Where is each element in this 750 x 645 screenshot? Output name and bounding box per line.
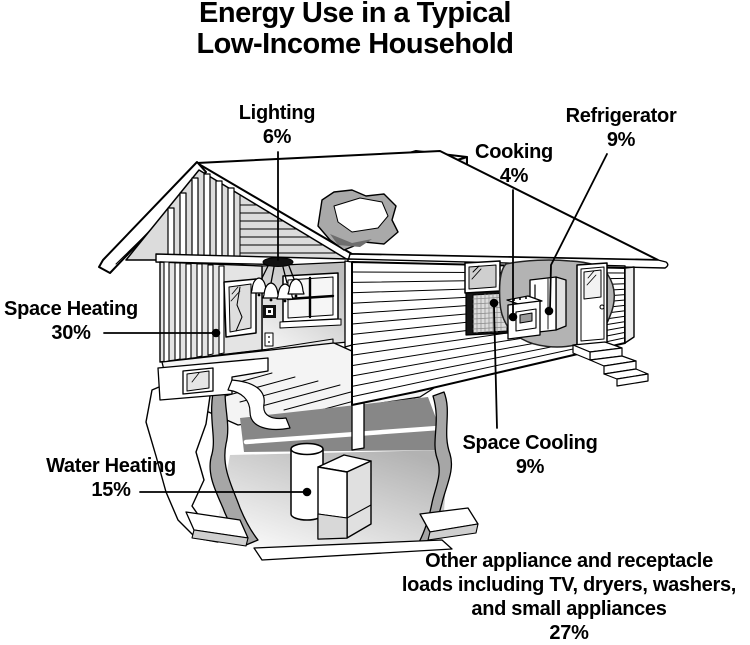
dot-cooking [508,312,518,322]
label-water-heating: Water Heating 15% [31,454,191,502]
sill-beam [243,425,441,445]
water-heater [290,442,324,521]
duct-elbow [227,379,291,431]
dot-refrigerator [544,306,554,316]
gable [125,169,349,261]
label-refrigerator-pct: 9% [606,129,636,151]
label-cooking: Cooking 4% [434,140,594,188]
label-water-heating-pct: 15% [91,479,131,501]
house-corner-face [624,266,635,344]
dot-space-cooling [489,298,499,308]
ground-ledge-left-face [191,529,249,547]
ground-ledge-right-face [427,523,479,541]
label-cooking-pct: 4% [499,165,529,187]
label-space-heating: Space Heating 30% [0,297,146,345]
leader-refrigerator [549,153,608,310]
label-other-pct: 27% [549,622,589,644]
label-space-heating-pct: 30% [51,322,91,344]
dot-space-heating [211,328,221,338]
dot-water-heating [302,487,312,497]
label-lighting: Lighting 6% [197,101,357,149]
entry-door [576,262,608,346]
label-lighting-name: Lighting [238,102,316,124]
label-space-heating-name: Space Heating [4,298,138,320]
label-refrigerator: Refrigerator 9% [536,104,706,152]
front-window [223,278,257,338]
right-wall-window [464,260,501,294]
label-other-line-1: Other appliance and receptacle [425,550,713,572]
porch-steps [572,341,649,387]
label-lighting-pct: 6% [262,126,292,148]
title-line-1: Energy Use in a Typical [199,0,511,29]
label-space-cooling-pct: 9% [515,456,545,478]
corner-post [344,260,353,348]
label-water-heating-name: Water Heating [46,455,176,477]
label-other-line-2: loads including TV, dryers, washers, [401,574,737,596]
label-refrigerator-name: Refrigerator [565,105,677,127]
leader-lines [103,151,608,497]
furnace [317,454,372,540]
picture-frame [263,305,276,318]
air-conditioner [465,290,510,336]
figure-title: Energy Use in a Typical Low-Income House… [55,0,655,60]
power-outlet [264,332,274,347]
label-space-cooling-name: Space Cooling [462,432,598,454]
title-line-2: Low-Income Household [196,28,514,60]
back-window [279,272,342,329]
stove [506,295,543,340]
label-other-appliances: Other appliance and receptacle loads inc… [389,549,749,645]
roof-torn-opening [317,189,399,251]
label-space-cooling: Space Cooling 9% [450,431,610,479]
foundation-sill [157,357,269,401]
slab-edge [253,539,453,561]
label-other-line-3: and small appliances [471,598,667,620]
leader-space-cooling [493,305,498,429]
basement [145,357,479,561]
label-cooking-name: Cooking [475,141,553,163]
ceiling-light-fixture [250,257,305,303]
support-post [351,398,365,451]
